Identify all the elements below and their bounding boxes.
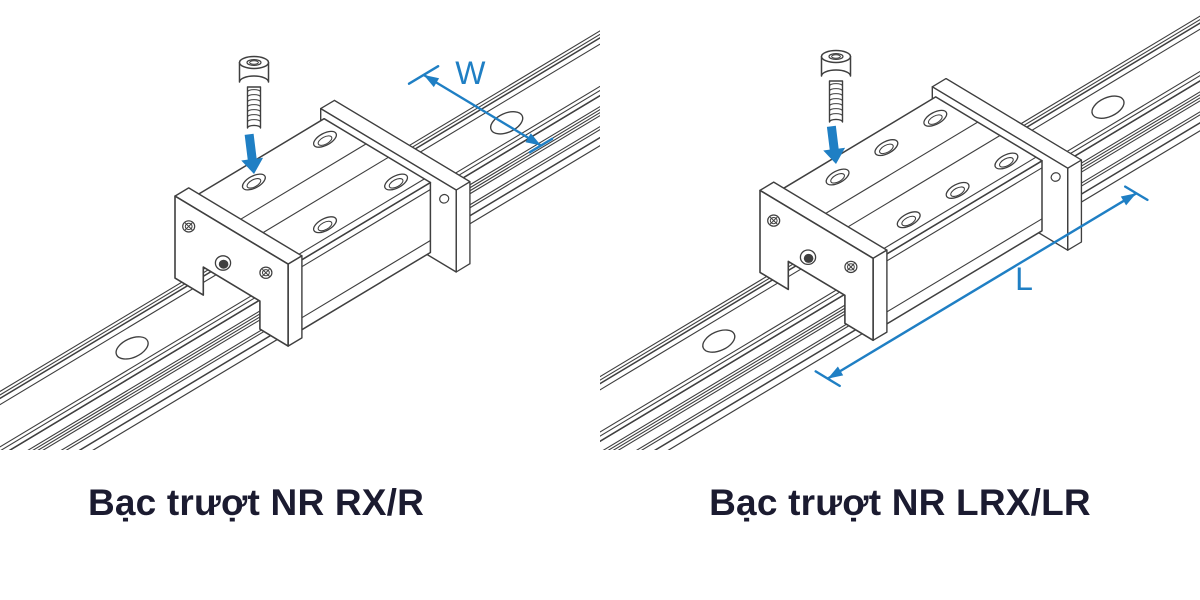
caption-right: Bạc trượt NR LRX/LR	[709, 482, 1091, 523]
grease-ear-hole	[439, 193, 450, 204]
end-seal-screws	[767, 214, 858, 274]
down-arrow-icon	[823, 125, 846, 164]
grease-ear-hole	[1050, 172, 1061, 182]
cap-screw-icon	[820, 49, 852, 123]
grease-port	[214, 255, 232, 271]
block-thread-holes	[241, 130, 409, 234]
rail-bolt-holes	[702, 95, 1125, 353]
dimension-l: L	[814, 185, 1149, 388]
end-plate-front	[174, 187, 303, 347]
diagram-linear-guide-short-block: W	[0, 30, 600, 450]
caption-left: Bạc trượt NR RX/R	[87, 482, 425, 523]
dimension-label-w: W	[455, 55, 486, 91]
dimension-w: W	[407, 55, 554, 154]
cap-screw-icon	[238, 55, 270, 129]
diagram-linear-guide-long-block: L	[600, 15, 1200, 450]
carriage-block-body	[776, 96, 1043, 327]
panel-nr-rx-r: W Bạc trượt NR RX/R	[0, 30, 600, 523]
rail-bolt-holes	[115, 111, 524, 360]
panel-nr-lrx-lr: L Bạc trượt NR LRX/LR	[600, 0, 1200, 600]
end-seal-screws	[182, 220, 273, 279]
end-plate-front	[759, 181, 888, 342]
dimension-label-l: L	[1015, 261, 1033, 297]
block-thread-holes	[825, 109, 1019, 229]
down-arrow-icon	[241, 133, 264, 174]
grease-port	[799, 249, 817, 266]
